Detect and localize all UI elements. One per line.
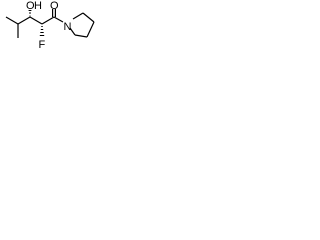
bond-carbinol-to-cf xyxy=(29,16,43,25)
ring-bond-top-right xyxy=(82,12,95,23)
ring-bond-n-top xyxy=(72,12,84,20)
atom-label-carbonyl-oxygen: O xyxy=(50,0,59,12)
hashed-wedge-bond-f xyxy=(39,26,45,36)
chemical-structure-diagram: O H O F N xyxy=(5,0,95,51)
bond-isopropyl-to-carbinol xyxy=(17,16,31,25)
atom-label-hydroxyl-oxygen: O xyxy=(26,0,35,12)
atom-label-fluorine: F xyxy=(39,39,46,51)
bond-methyl-left xyxy=(5,16,19,25)
atom-label-hydroxyl-hydrogen: H xyxy=(34,0,42,12)
bond-cf-to-carbonyl xyxy=(41,16,55,25)
hashed-wedge-bond-oh xyxy=(28,10,32,17)
atom-label-nitrogen: N xyxy=(64,21,72,33)
ring-bond-right-bottom xyxy=(86,21,95,38)
bond-carbonyl-to-n xyxy=(53,16,64,23)
ring-bond-bottom-left xyxy=(74,34,88,38)
ring-bond-left-n xyxy=(69,27,76,36)
